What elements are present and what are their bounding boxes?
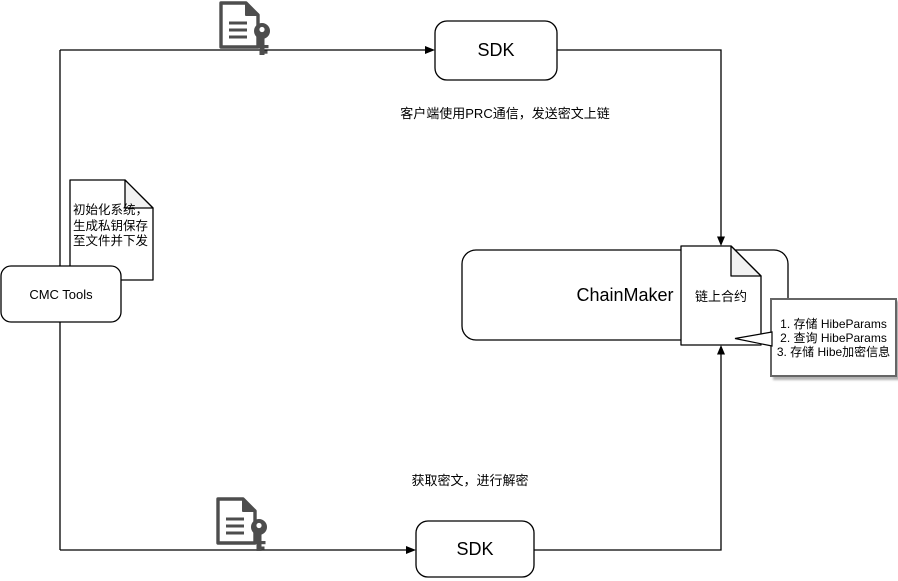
arrowhead-into-sdk-top — [425, 46, 435, 54]
annotation-decrypt-flow: 获取密文，进行解密 — [411, 473, 529, 488]
init-note-line: 至文件并下发 — [73, 234, 149, 248]
cmc-tools-label: CMC Tools — [29, 286, 93, 302]
init-note-line: 生成私钥保存 — [73, 218, 149, 233]
contract-note-line: 2. 查询 HibeParams — [780, 330, 887, 345]
sdk-top-label: SDK — [477, 40, 515, 60]
key-file-icon-top[interactable] — [219, 1, 272, 57]
sdk-bottom-node[interactable] — [415, 520, 535, 578]
init-note-document-fold — [124, 179, 154, 209]
connector-sdk-top-to-contract — [557, 49, 722, 237]
annotation-rpc-flow: 客户端使用PRC通信，发送密文上链 — [400, 106, 610, 121]
callout-pointer — [734, 331, 773, 347]
key-file-icon-bottom[interactable] — [216, 497, 269, 553]
contract-document-fold — [730, 245, 762, 277]
sdk-top-node[interactable] — [434, 20, 558, 81]
init-note-text: 初始化系统， 生成私钥保存 至文件并下发 — [73, 203, 151, 250]
chainmaker-label: ChainMaker — [576, 284, 674, 305]
cmc-tools-node[interactable] — [0, 265, 122, 323]
arrowhead-into-sdk-bottom — [406, 546, 416, 554]
arrowhead-into-contract-top — [717, 236, 725, 246]
contract-note-line: 1. 存储 HibeParams — [780, 316, 887, 331]
arrowhead-into-contract-bottom — [717, 345, 725, 355]
contract-operations-note[interactable]: 1. 存储 HibeParams 2. 查询 HibeParams 3. 存储 … — [770, 298, 897, 377]
connector-sdk-bottom-to-contract — [534, 354, 722, 551]
contract-note-line: 3. 存储 Hibe加密信息 — [776, 344, 891, 359]
contract-doc-label: 链上合约 — [694, 289, 747, 304]
init-note-line: 初始化系统， — [73, 203, 149, 217]
sdk-bottom-label: SDK — [456, 538, 494, 559]
